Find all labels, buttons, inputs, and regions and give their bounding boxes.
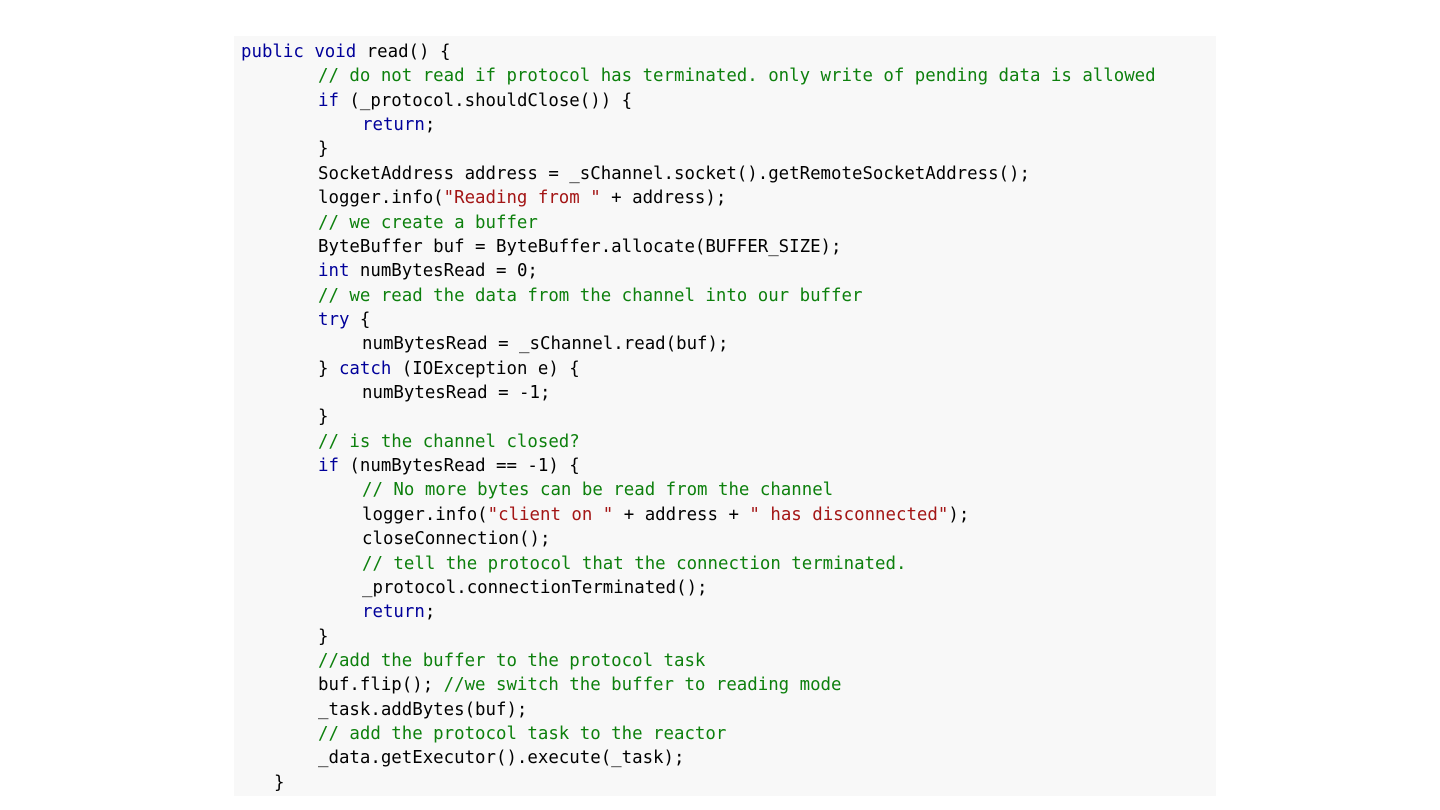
- code-string: "Reading from ": [443, 188, 601, 209]
- code-lines: public void read() {// do not read if pr…: [234, 40, 1216, 795]
- code-line: public void read() {: [234, 40, 1216, 64]
- code-text: + address +: [613, 504, 750, 525]
- code-text: read() {: [356, 42, 451, 62]
- code-line: // do not read if protocol has terminate…: [234, 64, 1216, 88]
- code-keyword: if: [318, 90, 339, 111]
- code-block: public void read() {// do not read if pr…: [234, 36, 1216, 796]
- code-line: return;: [234, 600, 1216, 624]
- code-line: // No more bytes can be read from the ch…: [234, 478, 1216, 502]
- code-line: buf.flip(); //we switch the buffer to re…: [234, 673, 1216, 697]
- code-line: try {: [234, 308, 1216, 332]
- code-comment: // we read the data from the channel int…: [318, 285, 863, 306]
- code-keyword: void: [314, 42, 357, 62]
- code-keyword: catch: [338, 358, 392, 379]
- code-keyword: public: [241, 42, 304, 62]
- code-comment: //add the buffer to the protocol task: [318, 650, 706, 671]
- code-line: logger.info("client on " + address + " h…: [234, 503, 1216, 527]
- code-line: if (_protocol.shouldClose()) {: [234, 89, 1216, 113]
- code-text: _data.getExecutor().execute(_task);: [318, 748, 685, 769]
- code-line: }: [234, 405, 1216, 429]
- code-line: }: [234, 137, 1216, 161]
- code-text: + address);: [600, 188, 727, 209]
- code-line: // we create a buffer: [234, 211, 1216, 235]
- code-text: logger.info(: [362, 504, 488, 525]
- code-line: SocketAddress address = _sChannel.socket…: [234, 162, 1216, 186]
- code-line: numBytesRead = -1;: [234, 381, 1216, 405]
- code-text: SocketAddress address = _sChannel.socket…: [318, 163, 1030, 184]
- code-line: // we read the data from the channel int…: [234, 284, 1216, 308]
- code-keyword: if: [318, 456, 339, 477]
- code-text: }: [318, 407, 329, 428]
- code-line: logger.info("Reading from " + address);: [234, 186, 1216, 210]
- code-string: "client on ": [487, 504, 614, 525]
- code-line: _task.addBytes(buf);: [234, 698, 1216, 722]
- code-text: _task.addBytes(buf);: [318, 699, 528, 720]
- code-line: closeConnection();: [234, 527, 1216, 551]
- code-comment: // add the protocol task to the reactor: [318, 724, 727, 745]
- code-comment: // No more bytes can be read from the ch…: [362, 480, 834, 501]
- code-line: _protocol.connectionTerminated();: [234, 576, 1216, 600]
- code-text: numBytesRead = 0;: [349, 261, 538, 282]
- code-line: }: [234, 771, 1216, 795]
- code-line: } catch (IOException e) {: [234, 357, 1216, 381]
- code-comment: // do not read if protocol has terminate…: [318, 66, 1156, 87]
- code-text: }: [318, 358, 339, 379]
- code-text: logger.info(: [318, 188, 444, 209]
- code-line: //add the buffer to the protocol task: [234, 649, 1216, 673]
- code-keyword: int: [318, 261, 350, 282]
- code-text: }: [274, 772, 285, 793]
- code-keyword: return: [362, 602, 425, 623]
- code-text: numBytesRead = _sChannel.read(buf);: [362, 334, 729, 355]
- code-text: closeConnection();: [362, 529, 551, 550]
- code-keyword: try: [318, 309, 350, 330]
- code-string: " has disconnected": [749, 504, 949, 525]
- code-text: }: [318, 139, 329, 160]
- code-line: // tell the protocol that the connection…: [234, 552, 1216, 576]
- code-line: ByteBuffer buf = ByteBuffer.allocate(BUF…: [234, 235, 1216, 259]
- code-text: ;: [424, 115, 436, 136]
- code-line: // add the protocol task to the reactor: [234, 722, 1216, 746]
- code-comment: // tell the protocol that the connection…: [362, 553, 907, 574]
- code-keyword: return: [362, 115, 425, 136]
- code-text: }: [318, 626, 329, 647]
- code-line: }: [234, 625, 1216, 649]
- code-comment: // we create a buffer: [318, 212, 538, 233]
- code-text: buf.flip();: [318, 675, 444, 696]
- code-line: int numBytesRead = 0;: [234, 259, 1216, 283]
- code-line: return;: [234, 113, 1216, 137]
- code-line: _data.getExecutor().execute(_task);: [234, 746, 1216, 770]
- code-text: ;: [424, 602, 436, 623]
- code-line: // is the channel closed?: [234, 430, 1216, 454]
- code-line: if (numBytesRead == -1) {: [234, 454, 1216, 478]
- code-text: numBytesRead = -1;: [362, 383, 551, 404]
- code-text: {: [349, 309, 371, 330]
- code-comment: //we switch the buffer to reading mode: [443, 675, 842, 696]
- code-text: );: [948, 504, 970, 525]
- code-text: ByteBuffer buf = ByteBuffer.allocate(BUF…: [318, 236, 842, 257]
- code-text: _protocol.connectionTerminated();: [362, 577, 708, 598]
- code-text: [304, 42, 314, 62]
- code-comment: // is the channel closed?: [318, 431, 580, 452]
- code-text: (IOException e) {: [391, 358, 580, 379]
- code-text: (numBytesRead == -1) {: [338, 456, 580, 477]
- code-line: numBytesRead = _sChannel.read(buf);: [234, 332, 1216, 356]
- code-text: (_protocol.shouldClose()) {: [338, 90, 633, 111]
